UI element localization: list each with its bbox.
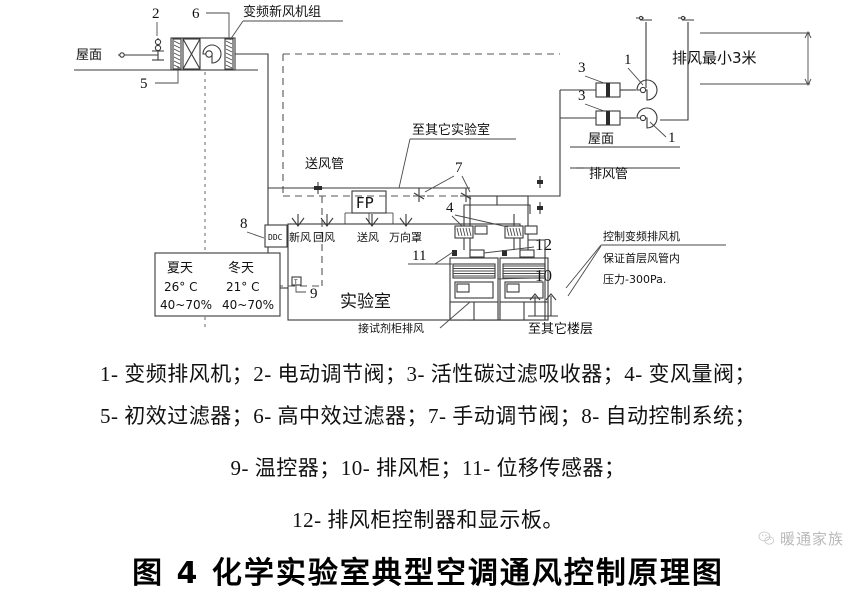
motorized-damper-symbol-2: [152, 38, 164, 61]
fume-hood-block-group: 4 11 12 10 接试剂柜排风: [358, 195, 552, 335]
legend-line-4: 12- 排风柜控制器和显示板。: [292, 508, 564, 532]
legend-line-1: 1- 变频排风机；2- 电动调节阀；3- 活性碳过滤吸收器；4- 变风量阀；: [100, 362, 756, 386]
carbon-filter-upper-3: [595, 82, 621, 98]
callout-6: 6: [192, 6, 200, 22]
note-line-2: 保证首层风管内: [603, 251, 680, 265]
ddc-controller-group: DDC 8: [240, 216, 288, 248]
callout-1-lower: 1: [668, 130, 676, 146]
callout-3-lower: 3: [578, 88, 586, 104]
note-line-3: 压力-300Pa.: [603, 273, 666, 286]
callout-11: 11: [412, 248, 426, 264]
callout-8: 8: [240, 216, 248, 232]
roof-right-label: 屋面: [588, 132, 614, 147]
winter-label: 冬天: [228, 260, 254, 276]
intake-node: [119, 52, 125, 58]
supply-air-label: 送风: [357, 230, 379, 244]
supply-duct-group: 送风管: [204, 53, 560, 330]
ddc-box: [264, 224, 288, 248]
hood-exhaust-header: [463, 204, 531, 214]
manual-damper-7-group: 7: [312, 160, 472, 202]
fresh-air-label: 新风: [289, 230, 311, 244]
riser-damper-upper: [537, 176, 543, 188]
hood-controller-display-left: [469, 249, 485, 258]
summer-temp: 26° C: [164, 280, 197, 294]
callout-4: 4: [446, 200, 454, 216]
diffuser-fresh-air: [291, 214, 305, 227]
to-other-labs-label: 至其它实验室: [412, 122, 490, 138]
to-other-floors-label: 至其它楼层: [528, 321, 593, 337]
ahu-title-label: 变频新风机组: [243, 4, 321, 20]
fan-scroll-symbol: [202, 44, 222, 64]
snorkel-hood-label: 万向罩: [389, 230, 422, 244]
exhaust-riser-main: [528, 90, 561, 197]
to-other-floors-arrows: [528, 293, 558, 317]
supply-duct-label: 送风管: [305, 157, 344, 172]
callout-5: 5: [140, 76, 148, 92]
cooling-coil-symbol: [182, 38, 201, 70]
callout-1-upper: 1: [624, 52, 632, 68]
diffuser-supply-air: [365, 214, 379, 227]
ddc-box-label: DDC: [268, 233, 283, 242]
conditions-table-box: [154, 252, 281, 317]
return-air-label: 回风: [313, 231, 335, 244]
callout-10: 10: [535, 266, 552, 285]
outdoor-air-intake-group: 2: [118, 6, 164, 61]
exhaust-branch-lower: [528, 239, 546, 320]
exhaust-duct-label: 排风管: [589, 167, 628, 182]
fume-hood-left: [449, 249, 499, 321]
callout-7: 7: [455, 160, 463, 176]
winter-humidity: 40~70%: [222, 298, 274, 312]
diffuser-snorkel: [399, 214, 413, 227]
vav-valve-right-4: [504, 214, 538, 250]
riser-damper-lower: [537, 202, 543, 214]
figure-title: 图 4 化学实验室典型空调通风控制原理图: [132, 556, 724, 591]
callout-12: 12: [535, 235, 552, 254]
manual-damper-symbol-c: [312, 182, 324, 194]
roof-right-group: 屋面 排风管: [570, 132, 680, 182]
final-filter-symbol-6: [224, 38, 234, 70]
stack-lower: [660, 22, 689, 121]
summer-label: 夏天: [167, 261, 193, 276]
control-note-group: 控制变频排风机 保证首层风管内 压力-300Pa.: [565, 229, 726, 297]
exhaust-min-label: 排风最小3米: [672, 49, 757, 67]
winter-temp: 21° C: [226, 280, 259, 294]
reagent-exhaust-label: 接试剂柜排风: [358, 321, 424, 335]
watermark-text: 暖通家族: [779, 532, 844, 548]
hvac-schematic-diagram: .ln{stroke:#3a3a3a;stroke-width:1.1;fill…: [74, 4, 812, 337]
note-line-1: 控制变频排风机: [603, 229, 680, 243]
legend-line-3: 9- 温控器；10- 排风柜；11- 位移传感器；: [230, 456, 626, 480]
to-other-labs-group: 至其它实验室: [398, 122, 516, 189]
pre-filter-symbol-5: [172, 38, 182, 70]
fume-hood-right: [499, 249, 549, 321]
exhaust-riser-group: 至其它楼层: [528, 90, 593, 337]
hood-controller-display-right: [519, 249, 535, 258]
diffuser-return-air: [320, 214, 334, 227]
carbon-filter-lower-3: [595, 110, 621, 126]
exhaust-min-dimension-group: 排风最小3米: [672, 30, 812, 87]
summer-humidity: 40~70%: [160, 298, 212, 312]
roof-left-label: 屋面: [76, 48, 102, 63]
manual-damper-symbol-a: [413, 188, 425, 202]
lab-room-label: 实验室: [340, 292, 391, 312]
callout-3-upper: 3: [578, 60, 586, 76]
callout-9: 9: [310, 286, 318, 302]
exhaust-fan-upper-1: [636, 79, 658, 101]
design-conditions-table-group: 夏天 冬天 26° C 21° C 40~70% 40~70%: [154, 252, 288, 317]
exhaust-fan-lower-1: [636, 107, 658, 129]
thermostat-symbol-9: T: [291, 276, 306, 293]
callout-2: 2: [152, 6, 160, 22]
carbon-filter-fan-group: 3 1 3 1: [560, 15, 694, 146]
legend-line-2: 5- 初效过滤器；6- 高中效过滤器；7- 手动调节阀；8- 自动控制系统；: [100, 404, 756, 428]
displacement-sensor-left: [452, 250, 457, 256]
svg-text:T: T: [294, 279, 298, 286]
displacement-sensor-right: [502, 250, 507, 256]
wechat-icon: [758, 531, 775, 545]
ahu-unit-group: 5 6 变频新风机组: [140, 4, 343, 92]
watermark: 暖通家族: [758, 528, 844, 549]
fp-box-label: FP: [356, 194, 374, 212]
vav-valve-left-4: [454, 214, 488, 250]
